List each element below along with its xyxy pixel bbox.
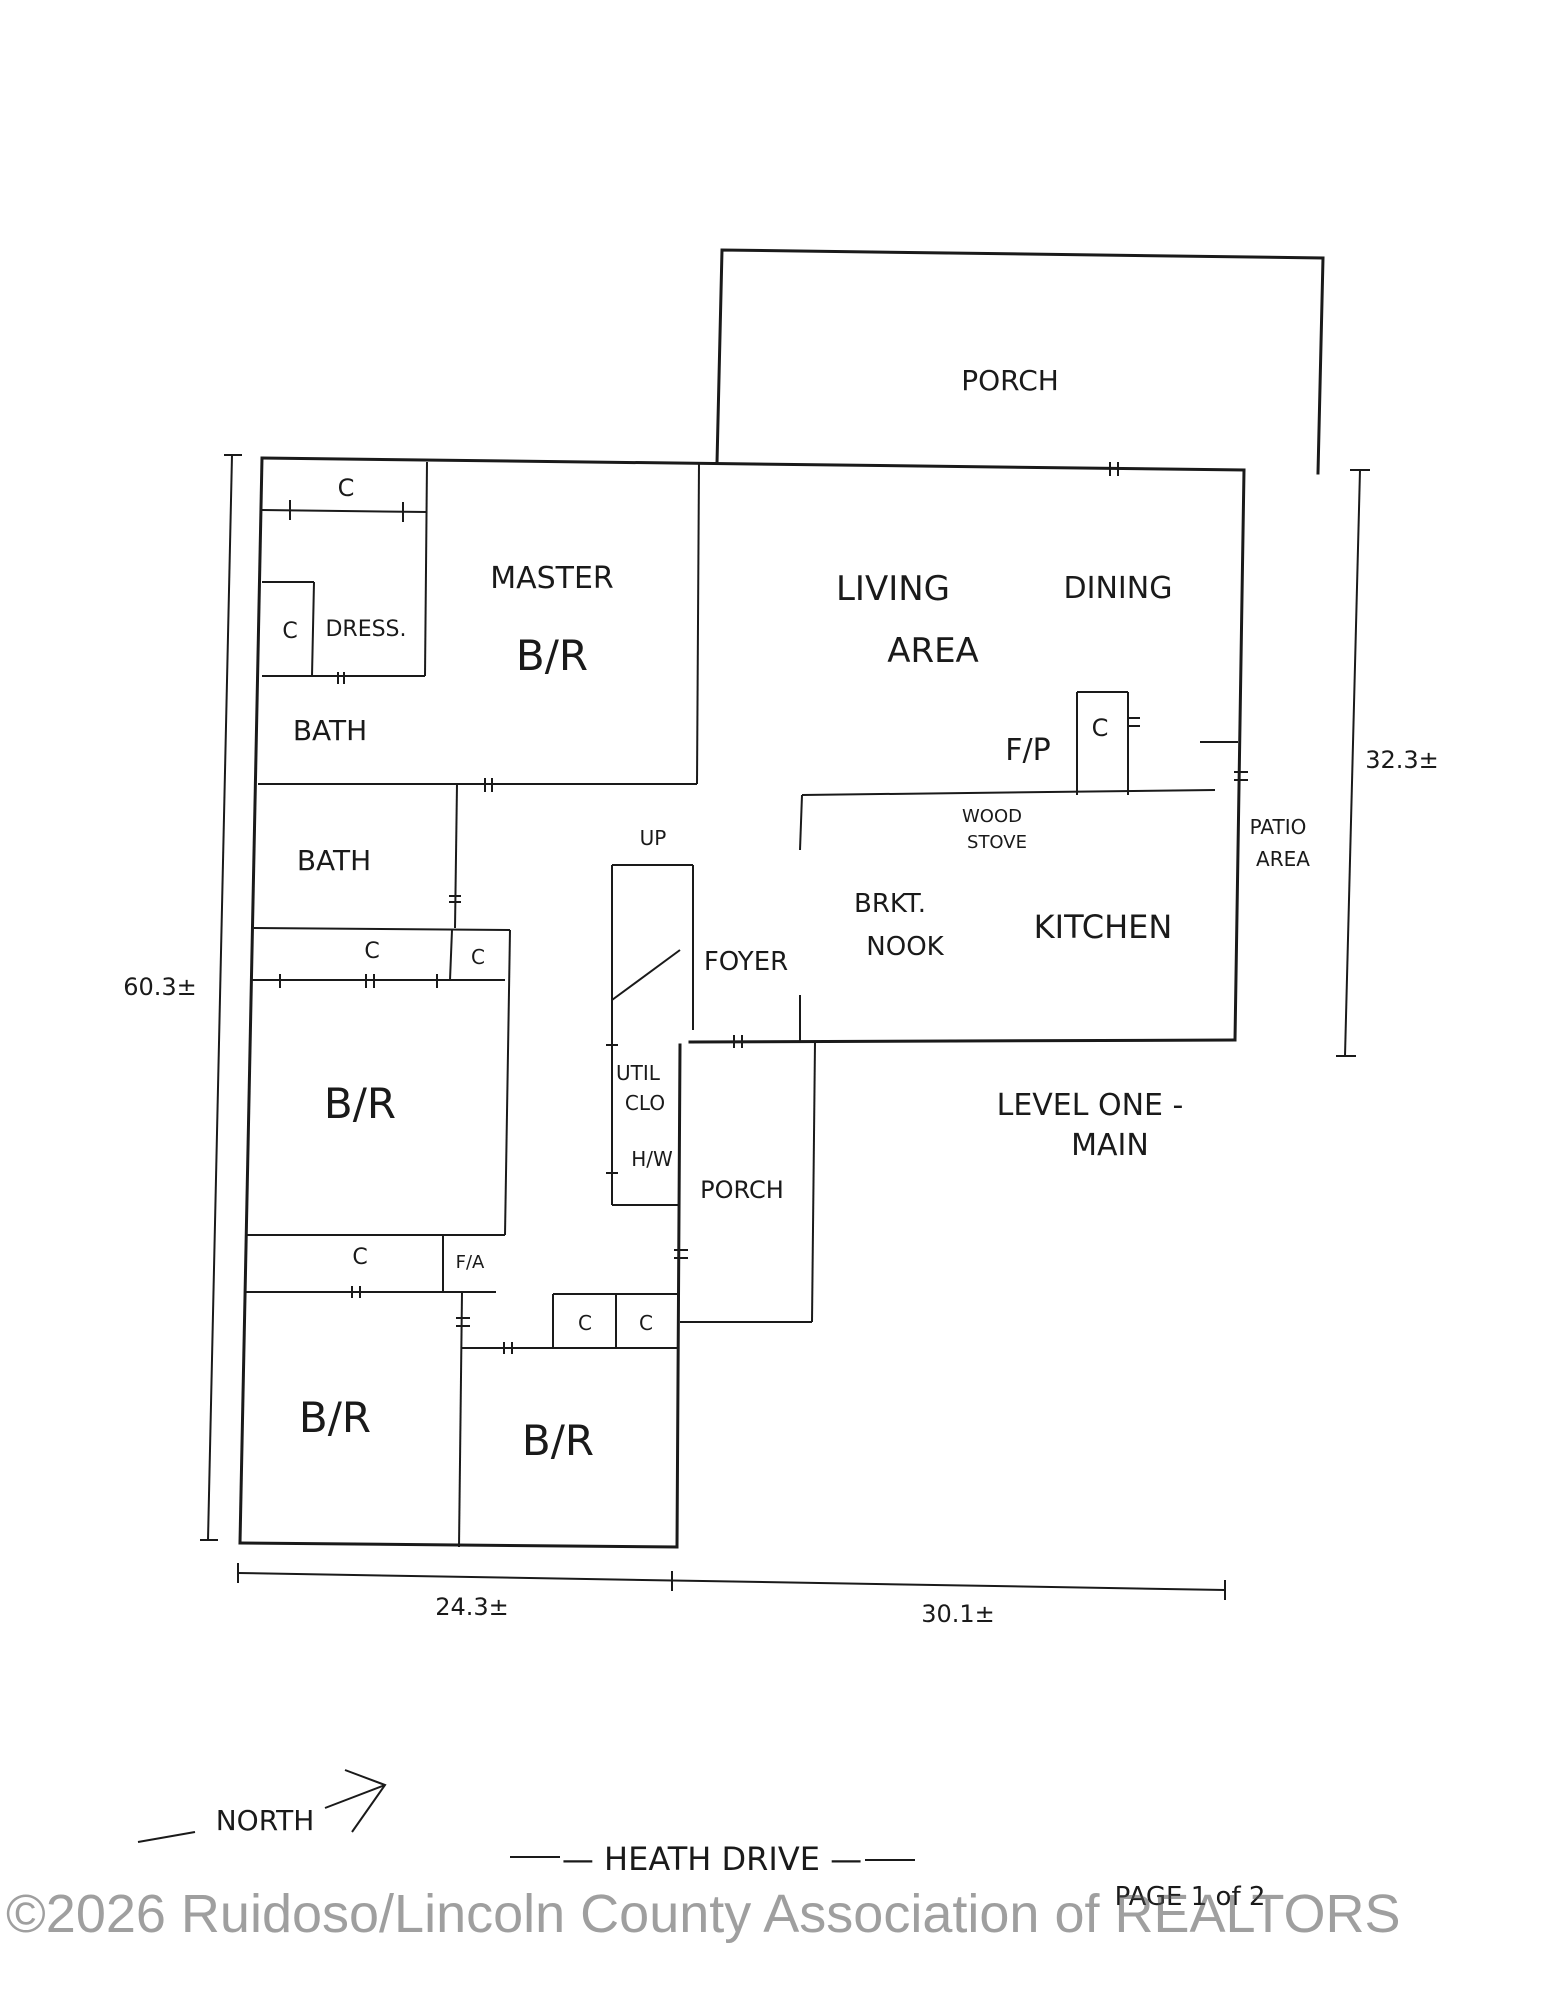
stove-label: STOVE (967, 832, 1027, 853)
dimension-width-left: 24.3± (435, 1593, 509, 1621)
bath-label-1: BATH (293, 714, 367, 747)
living-label: LIVING (836, 569, 950, 609)
area-label: AREA (887, 631, 979, 671)
dining-label: DINING (1064, 571, 1173, 606)
dimension-height-left: 60.3± (123, 973, 197, 1001)
door-marks (279, 462, 1248, 1354)
kitchen-label: KITCHEN (1034, 908, 1173, 946)
master-br-label: B/R (516, 631, 588, 680)
wood-label: WOOD (962, 806, 1022, 827)
north-label: NORTH (216, 1804, 315, 1837)
util-label: UTIL (616, 1061, 661, 1085)
hw-label: H/W (631, 1147, 673, 1171)
dimension-lines (200, 454, 1370, 1600)
bath-label-2: BATH (297, 844, 371, 877)
closet-label-fp: C (1092, 714, 1109, 742)
street-dashes (510, 1856, 915, 1861)
level-label: LEVEL ONE - (997, 1088, 1184, 1123)
closet-label-3: C (364, 939, 379, 964)
up-label: UP (640, 826, 667, 850)
watermark: ©2026 Ruidoso/Lincoln County Association… (6, 1884, 1401, 1944)
patio-area-label: AREA (1256, 847, 1310, 871)
brkt-label: BRKT. (854, 889, 926, 919)
nook-label: NOOK (866, 932, 944, 962)
closet-label-7: C (639, 1311, 653, 1335)
porch-top-outline (715, 248, 1325, 475)
fireplace-label: F/P (1005, 733, 1050, 768)
street-label: — HEATH DRIVE — (562, 1840, 862, 1878)
fa-label: F/A (456, 1252, 485, 1273)
clo-label: CLO (625, 1091, 665, 1115)
foyer-label: FOYER (704, 947, 788, 977)
closet-label-4: C (471, 945, 485, 969)
bedroom-label-2: B/R (299, 1393, 371, 1442)
bedroom-label-1: B/R (324, 1079, 396, 1128)
dimension-height-right: 32.3± (1365, 746, 1439, 774)
dimension-width-right: 30.1± (921, 1600, 995, 1628)
page-number: PAGE 1 of 2 (1115, 1882, 1266, 1912)
dress-label: DRESS. (325, 617, 406, 642)
main-label: MAIN (1071, 1128, 1149, 1163)
porch-top-label: PORCH (961, 364, 1059, 397)
closet-label-6: C (578, 1311, 592, 1335)
interior-walls (246, 461, 1238, 1548)
north-arrow-icon (137, 1769, 387, 1843)
closet-label-5: C (352, 1245, 367, 1270)
closet-label-1: C (338, 474, 355, 502)
porch-mid-label: PORCH (700, 1176, 784, 1204)
master-label: MASTER (490, 561, 614, 596)
bedroom-label-3: B/R (522, 1416, 594, 1465)
closet-label-2: C (282, 619, 297, 644)
patio-label: PATIO (1250, 815, 1307, 839)
